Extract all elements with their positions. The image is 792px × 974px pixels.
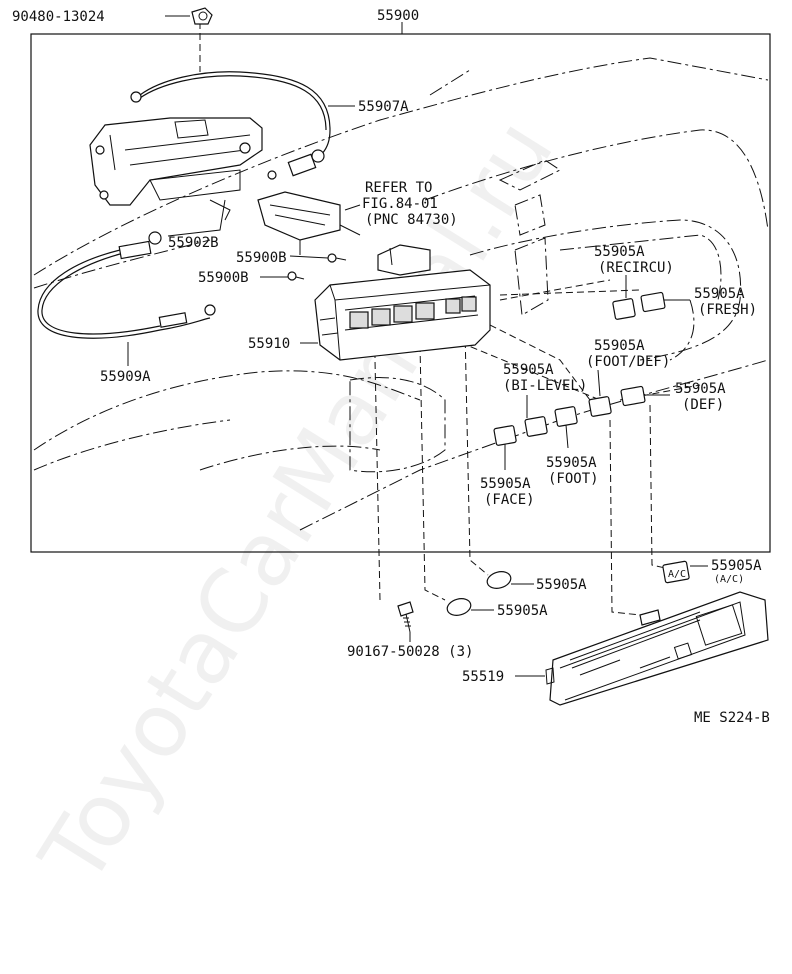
label-bilevel: (BI-LEVEL) — [503, 378, 587, 394]
diagram-code: ME S224-B — [694, 710, 770, 726]
label-refer-3: (PNC 84730) — [365, 212, 458, 228]
label-55909a: 55909A — [100, 369, 151, 385]
cable-55909a — [37, 231, 216, 339]
label-bilevel-pn: 55905A — [503, 362, 554, 378]
label-55902b: 55902B — [168, 235, 219, 251]
blower-switch — [257, 191, 361, 255]
label-knob-1: 55905A — [536, 577, 587, 593]
label-footdef-pn: 55905A — [594, 338, 645, 354]
control-panel-55519 — [545, 591, 769, 706]
label-refer-2: FIG.84-01 — [362, 196, 438, 212]
label-recircu: (RECIRCU) — [598, 260, 674, 276]
label-face: (FACE) — [484, 492, 535, 508]
label-leaders — [127, 15, 708, 677]
label-foot: (FOOT) — [548, 471, 599, 487]
knob-90480 — [191, 7, 213, 25]
label-55519: 55519 — [462, 669, 504, 685]
heater-control-unit — [314, 244, 491, 361]
label-face-pn: 55905A — [480, 476, 531, 492]
label-def-pn: 55905A — [675, 381, 726, 397]
label-55907a: 55907A — [358, 99, 409, 115]
label-screw-90167: 90167-50028 (3) — [347, 644, 473, 660]
label-fresh-pn: 55905A — [694, 286, 745, 302]
screw-90167 — [397, 601, 414, 633]
label-ac-pn: 55905A — [711, 558, 762, 574]
label-90480: 90480-13024 — [12, 9, 105, 25]
label-footdef: (FOOT/DEF) — [586, 354, 670, 370]
cable-55907a — [130, 71, 331, 180]
assembly-frame — [30, 33, 771, 553]
label-recircu-pn: 55905A — [594, 244, 645, 260]
label-knob-2: 55905A — [497, 603, 548, 619]
label-def: (DEF) — [682, 397, 724, 413]
label-55900b-1: 55900B — [236, 250, 287, 266]
screws-55900b — [287, 253, 347, 281]
control-mechanism — [89, 117, 263, 221]
label-fresh: (FRESH) — [698, 302, 757, 318]
label-55910: 55910 — [248, 336, 290, 352]
dashboard-outline — [33, 57, 769, 531]
label-foot-pn: 55905A — [546, 455, 597, 471]
ac-button-text: A/C — [668, 569, 686, 580]
part-labels: 90480-13024 55900 55907A REFER TO FIG.84… — [12, 8, 770, 726]
label-ac: (A/C) — [714, 574, 744, 585]
leader-lines — [199, 22, 701, 616]
label-55900b-2: 55900B — [198, 270, 249, 286]
push-buttons: A/C — [493, 291, 690, 584]
knobs — [446, 571, 512, 616]
label-55900: 55900 — [377, 8, 419, 24]
label-refer-1: REFER TO — [365, 180, 432, 196]
